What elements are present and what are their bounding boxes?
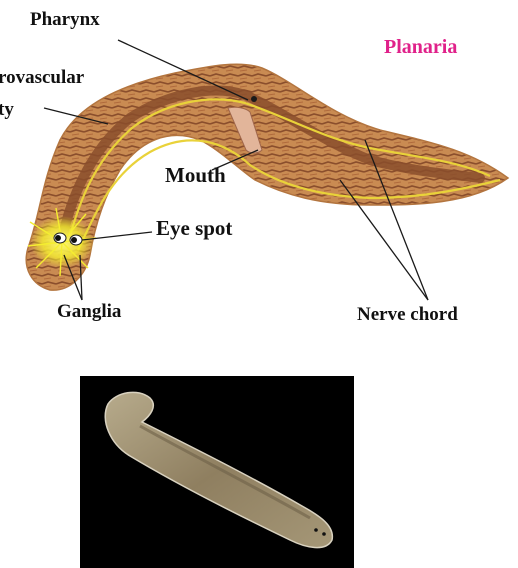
label-pharynx: Pharynx xyxy=(30,10,100,29)
eye-spot-right xyxy=(70,235,82,245)
label-ganglia: Ganglia xyxy=(57,302,121,321)
label-nerve-chord: Nerve chord xyxy=(357,305,458,324)
label-gastrovascular-line2: ty xyxy=(0,100,14,119)
label-mouth: Mouth xyxy=(165,165,226,186)
planaria-photo-image xyxy=(80,376,354,568)
planaria-photo xyxy=(80,376,354,568)
label-eye-spot: Eye spot xyxy=(156,218,232,239)
eye-spot-left xyxy=(54,233,66,243)
label-gastrovascular-line1: rovascular xyxy=(0,68,84,87)
diagram-title: Planaria xyxy=(384,37,457,57)
mouth-opening xyxy=(251,96,257,102)
